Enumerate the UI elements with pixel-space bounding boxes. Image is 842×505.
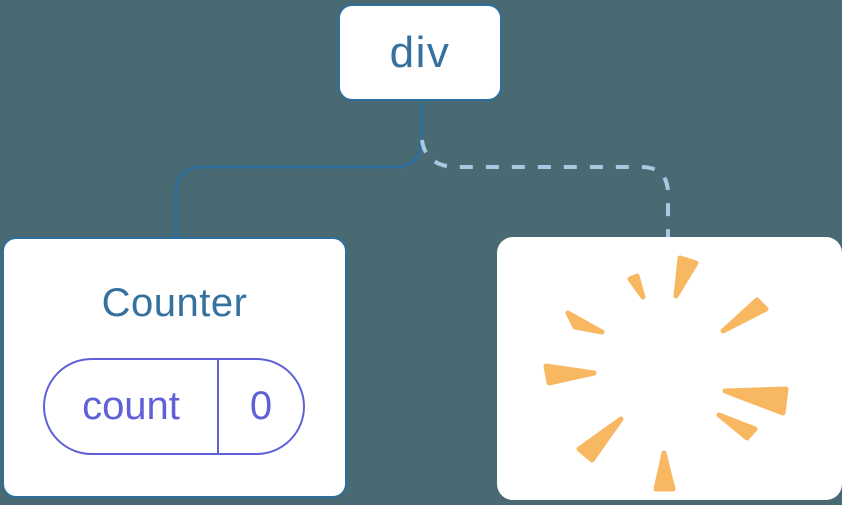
link-div-to-removed bbox=[420, 139, 670, 238]
node-div-label: div bbox=[389, 27, 451, 77]
link-div-to-counter bbox=[174, 102, 423, 238]
node-removed bbox=[497, 237, 842, 500]
state-key: count bbox=[45, 360, 219, 453]
state-pill: count 0 bbox=[43, 358, 305, 455]
state-value: 0 bbox=[249, 384, 273, 428]
counter-title: Counter bbox=[101, 281, 248, 325]
poof-icon bbox=[543, 255, 789, 492]
node-counter: Counter count 0 bbox=[2, 237, 347, 498]
node-div: div bbox=[338, 4, 502, 101]
